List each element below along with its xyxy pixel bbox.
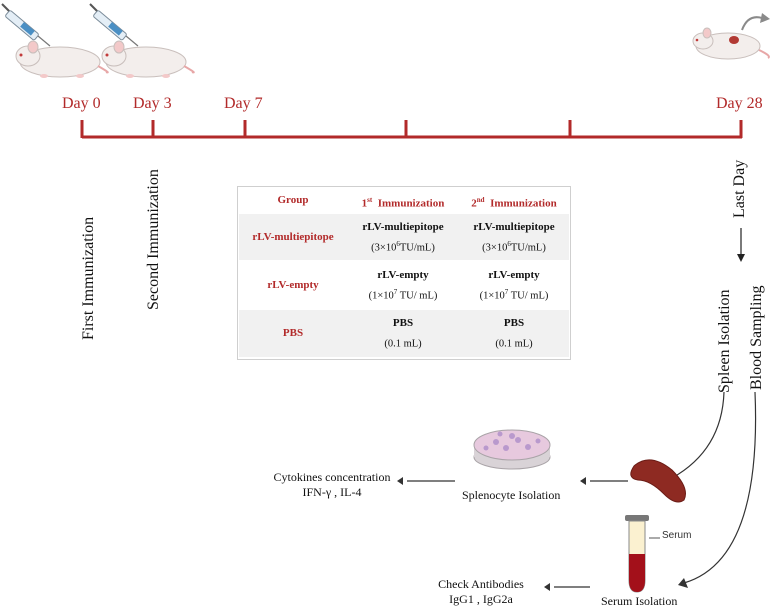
flow-arrows: [407, 480, 628, 588]
table-row: rLV-empty rLV-empty (1×107 TU/ mL) rLV-e…: [239, 261, 569, 309]
cytokines-title: Cytokines concentration: [273, 470, 391, 484]
cytokines-items: IFN-γ , IL-4: [302, 485, 362, 499]
test-tube-icon: [625, 515, 660, 593]
first-immunization-cell: rLV-multiepitope (3×106TU/mL): [362, 221, 444, 254]
day-label: Day 28: [716, 95, 763, 112]
syringe-icon: [1, 3, 51, 47]
table-row: rLV-multiepitope rLV-multiepitope (3×106…: [239, 214, 569, 260]
mouse-icon: [15, 40, 109, 78]
syringe-icon: [89, 3, 139, 47]
antibodies-title: Check Antibodies: [438, 577, 524, 591]
antibodies-label: Check Antibodies IgG1 , IgG2a: [428, 577, 534, 607]
first-immunization-cell: rLV-empty (1×107 TU/ mL): [368, 269, 438, 302]
header-second-immunization: 2nd Immunization: [471, 196, 557, 210]
spleen-icon: [630, 459, 686, 503]
table-header-row: Group 1st Immunization 2nd Immunization: [239, 187, 569, 213]
header-group: Group: [277, 194, 309, 206]
table-row: PBS PBS (0.1 mL) PBS (0.1 mL): [239, 310, 569, 357]
day-label: Day 3: [133, 95, 172, 112]
second-immunization-cell: rLV-multiepitope (3×106TU/mL): [473, 221, 555, 254]
second-immunization-cell: rLV-empty (1×107 TU/ mL): [479, 269, 549, 302]
timeline: [80, 120, 743, 139]
group-cell: PBS: [282, 327, 304, 339]
serum-isolation-label: Serum Isolation: [601, 594, 678, 608]
immunization-table: Group 1st Immunization 2nd Immunization …: [237, 186, 571, 360]
splenocyte-isolation-label: Splenocyte Isolation: [462, 488, 561, 502]
day-label: Day 0: [62, 95, 101, 112]
last-day-label: Last Day: [731, 159, 748, 218]
antibodies-items: IgG1 , IgG2a: [449, 592, 513, 606]
second-immunization-label: Second Immunization: [145, 169, 162, 310]
cytokines-label: Cytokines concentration IFN-γ , IL-4: [268, 470, 396, 500]
mouse-icon: [692, 13, 770, 60]
petri-dish-icon: [473, 429, 551, 470]
first-immunization-cell: PBS (0.1 mL): [384, 317, 422, 350]
second-immunization-cell: PBS (0.1 mL): [495, 317, 533, 350]
first-immunization-label: First Immunization: [80, 216, 97, 340]
blood-sampling-label: Blood Sampling: [748, 285, 765, 390]
arrow-down: [737, 228, 745, 262]
day-label: Day 7: [224, 95, 263, 112]
serum-tube-label: Serum: [662, 530, 692, 541]
curved-arrows: [671, 391, 757, 584]
mouse-icon: [101, 40, 195, 78]
header-first-immunization: 1st Immunization: [361, 196, 445, 210]
group-cell: rLV-empty: [267, 279, 319, 291]
spleen-isolation-label: Spleen Isolation: [716, 289, 733, 393]
group-cell: rLV-multiepitope: [252, 231, 334, 243]
